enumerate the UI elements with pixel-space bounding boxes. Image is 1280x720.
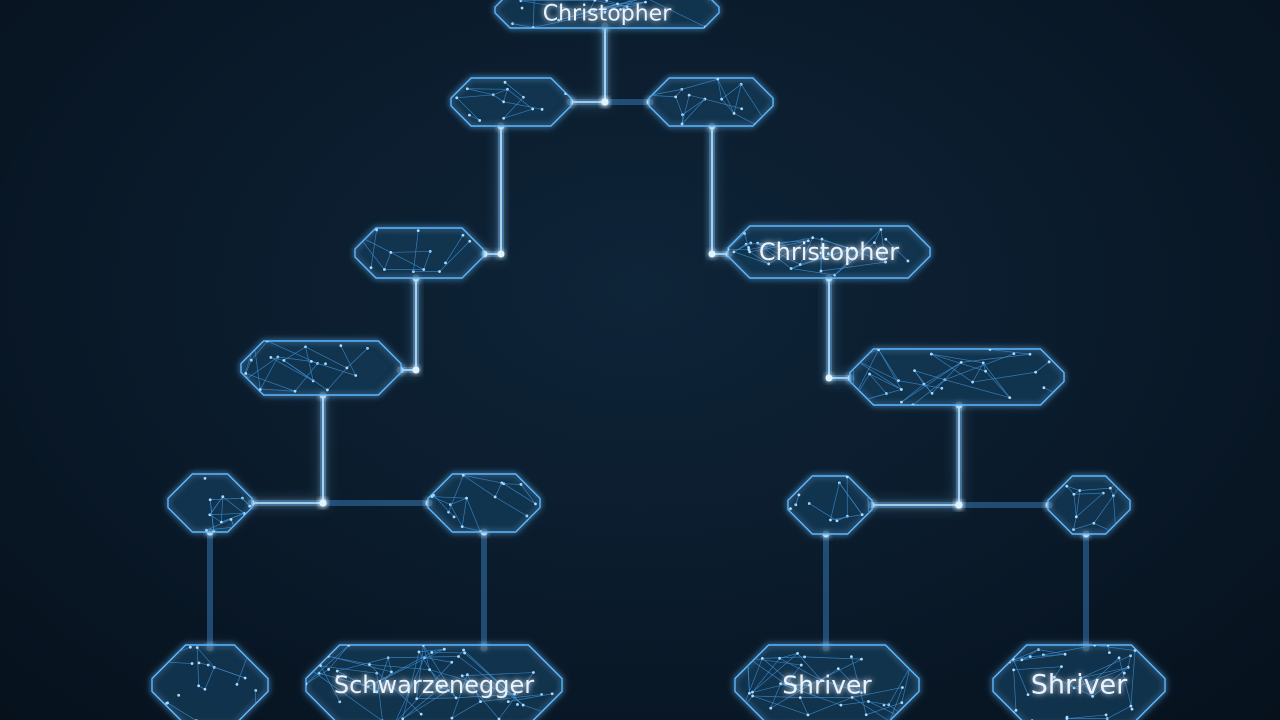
- tree-node-r3: [849, 348, 1065, 406]
- mesh-texture: [241, 341, 369, 393]
- connector-r4b-r5b: [1081, 530, 1091, 652]
- tree-node-l3: [240, 340, 402, 396]
- mesh-texture: [1065, 476, 1128, 534]
- connector-l3-l4a: [247, 391, 328, 508]
- mesh-texture: [789, 476, 871, 530]
- mesh-texture: [430, 474, 537, 532]
- connector-l2-l3: [396, 274, 421, 375]
- connector-l4a-l5a: [205, 528, 215, 652]
- tree-node-r1: [648, 77, 774, 127]
- connectors-layer: [205, 22, 1091, 652]
- tree-node-r2: Christopher: [727, 225, 931, 279]
- tree-node-r5a: Shriver: [734, 644, 920, 720]
- tree-node-l4b: [427, 473, 541, 533]
- mesh-texture: [203, 476, 252, 532]
- node-label: Shriver: [1031, 670, 1128, 701]
- connector-root-r1: [601, 97, 654, 107]
- tree-node-l4a: [167, 473, 253, 533]
- connector-l3-l4b: [319, 498, 433, 508]
- node-label: Christopher: [759, 238, 899, 266]
- node-label: Christopher: [543, 2, 672, 27]
- tree-node-r5b: Shriver: [992, 644, 1166, 720]
- connector-r1-r2: [707, 122, 733, 259]
- mesh-texture: [306, 645, 554, 720]
- tree-node-r4a: [787, 475, 873, 535]
- mesh-texture: [728, 228, 910, 277]
- connector-l1-l2: [480, 122, 506, 259]
- mesh-texture: [511, 0, 711, 28]
- node-label: Schwarzenegger: [334, 671, 534, 699]
- connector-r4a-r5a: [821, 530, 831, 652]
- connector-r3-r4a: [867, 401, 964, 510]
- connector-r3-r4b: [955, 500, 1053, 510]
- tree-node-l1: [450, 77, 572, 127]
- tree-node-l2: [354, 227, 484, 279]
- tree-node-root: Christopher: [494, 0, 720, 29]
- connector-root-l1: [566, 22, 610, 107]
- connector-r2-r3: [824, 274, 855, 383]
- mesh-texture: [850, 349, 1059, 405]
- tree-node-l5a: [151, 644, 269, 720]
- node-label: Shriver: [782, 671, 872, 700]
- connector-l4b-l5b: [479, 528, 489, 652]
- tree-node-l5b: Schwarzenegger: [305, 644, 563, 720]
- mesh-texture: [1008, 645, 1162, 720]
- tree-node-r4b: [1047, 475, 1131, 535]
